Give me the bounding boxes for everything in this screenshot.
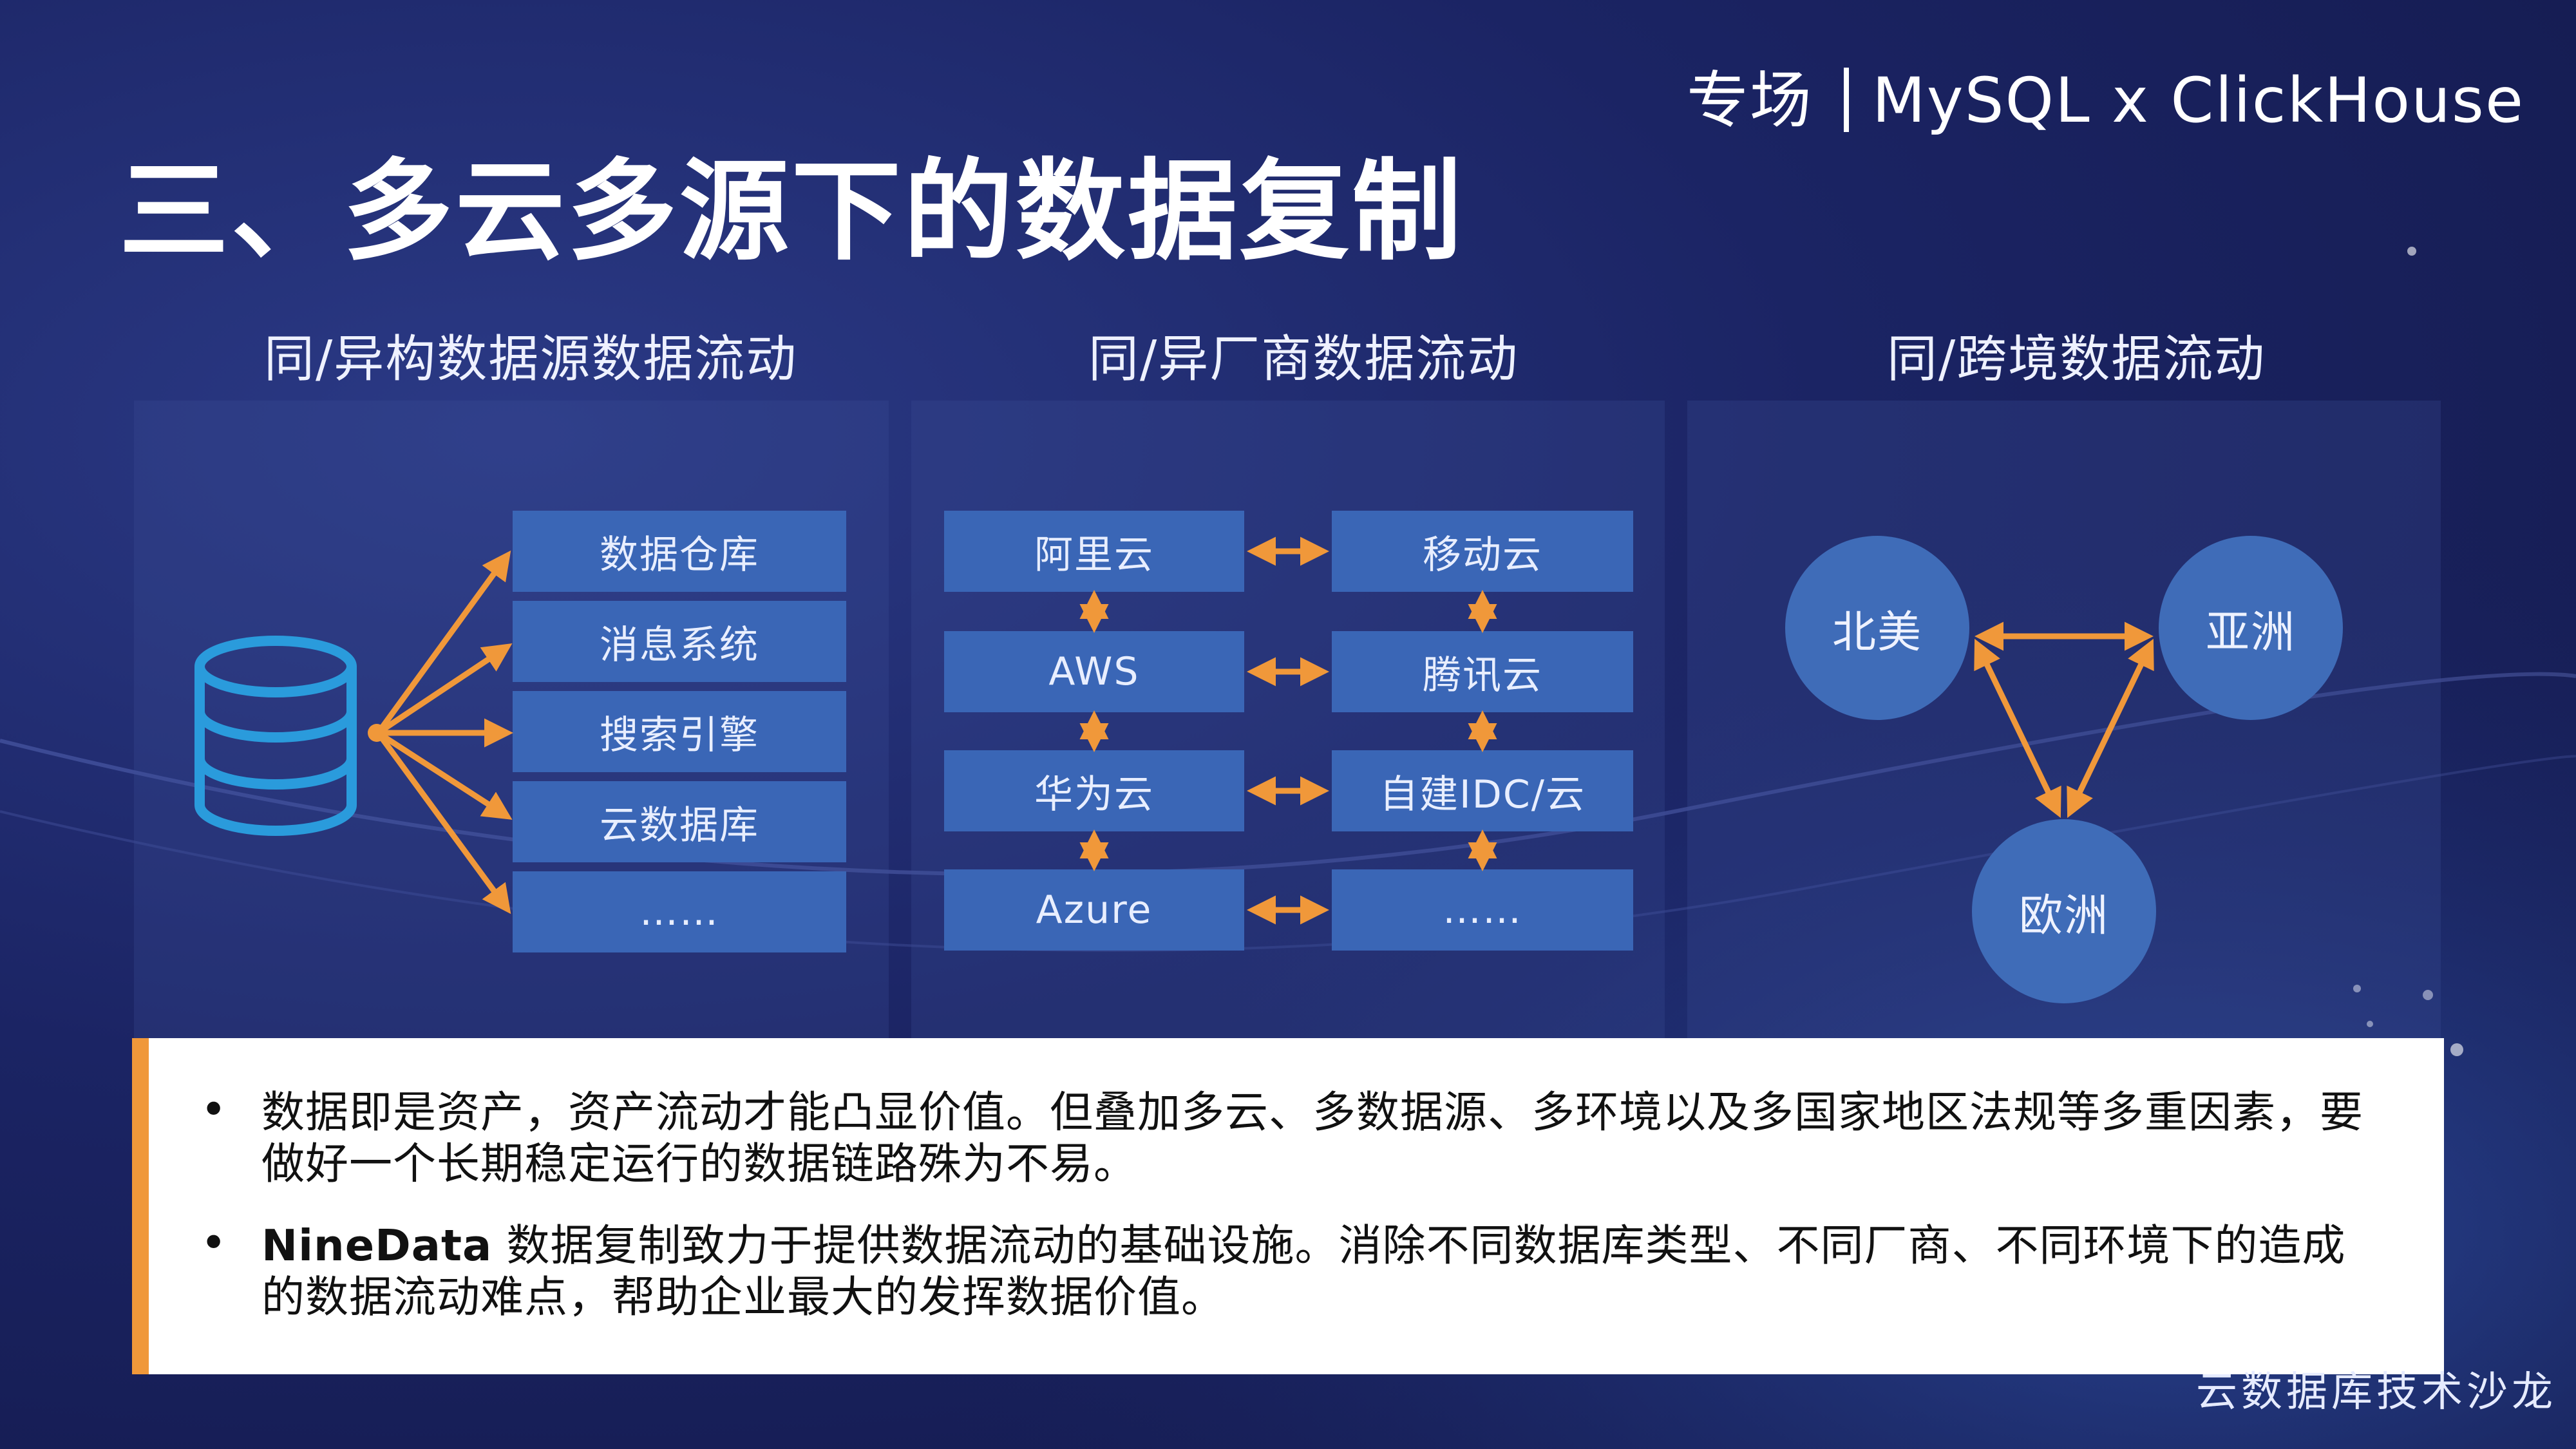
target-box-cloud-database: 云数据库 [513,781,846,862]
topic-event: MySQL x ClickHouse [1871,64,2524,137]
topic-label: 专场 [1686,64,1813,137]
region-circle-asia: 亚洲 [2159,536,2343,720]
target-box-message-system: 消息系统 [513,601,846,682]
target-box-more: …… [513,871,846,952]
summary-bullet-2: NineData 数据复制致力于提供数据流动的基础设施。消除不同数据库类型、不同… [261,1220,2387,1323]
summary-bullet-1-text: 数据即是资产，资产流动才能凸显价值。但叠加多云、多数据源、多环境以及多国家地区法… [261,1087,2363,1189]
summary-box: • 数据即是资产，资产流动才能凸显价值。但叠加多云、多数据源、多环境以及多国家地… [132,1038,2444,1374]
vendor-box-tencent: 腾讯云 [1332,631,1633,712]
bullet-dot: • [200,1217,227,1269]
section-title-vendors: 同/异厂商数据流动 [1088,330,1519,388]
section-title-regions: 同/跨境数据流动 [1887,330,2266,388]
vendor-box-aliyun: 阿里云 [944,511,1244,592]
vendor-box-azure: Azure [944,869,1244,951]
summary-bullet-1: 数据即是资产，资产流动才能凸显价值。但叠加多云、多数据源、多环境以及多国家地区法… [261,1086,2387,1189]
region-circle-north-america: 北美 [1785,536,1969,720]
target-box-search-engine: 搜索引擎 [513,691,846,772]
topic-separator [1843,67,1849,132]
vendor-box-china-mobile: 移动云 [1332,511,1633,592]
vendor-box-more: …… [1332,869,1633,951]
vendor-box-huawei: 华为云 [944,750,1244,831]
vendor-box-aws: AWS [944,631,1244,712]
region-circle-europe: 欧洲 [1972,819,2156,1003]
summary-bullet-2-lead: NineData [261,1220,493,1271]
vendor-box-self-built-idc: 自建IDC/云 [1332,750,1633,831]
bullet-dot: • [200,1083,227,1136]
section-title-sources: 同/异构数据源数据流动 [264,330,798,388]
page-title: 三、多云多源下的数据复制 [119,148,1464,276]
target-box-data-warehouse: 数据仓库 [513,511,846,592]
topic-header: 专场 MySQL x ClickHouse [1687,50,2524,140]
summary-bullet-2-text: 数据复制致力于提供数据流动的基础设施。消除不同数据库类型、不同厂商、不同环境下的… [261,1220,2346,1322]
footer-brand: 云数据库技术沙龙 [2196,1368,2557,1416]
